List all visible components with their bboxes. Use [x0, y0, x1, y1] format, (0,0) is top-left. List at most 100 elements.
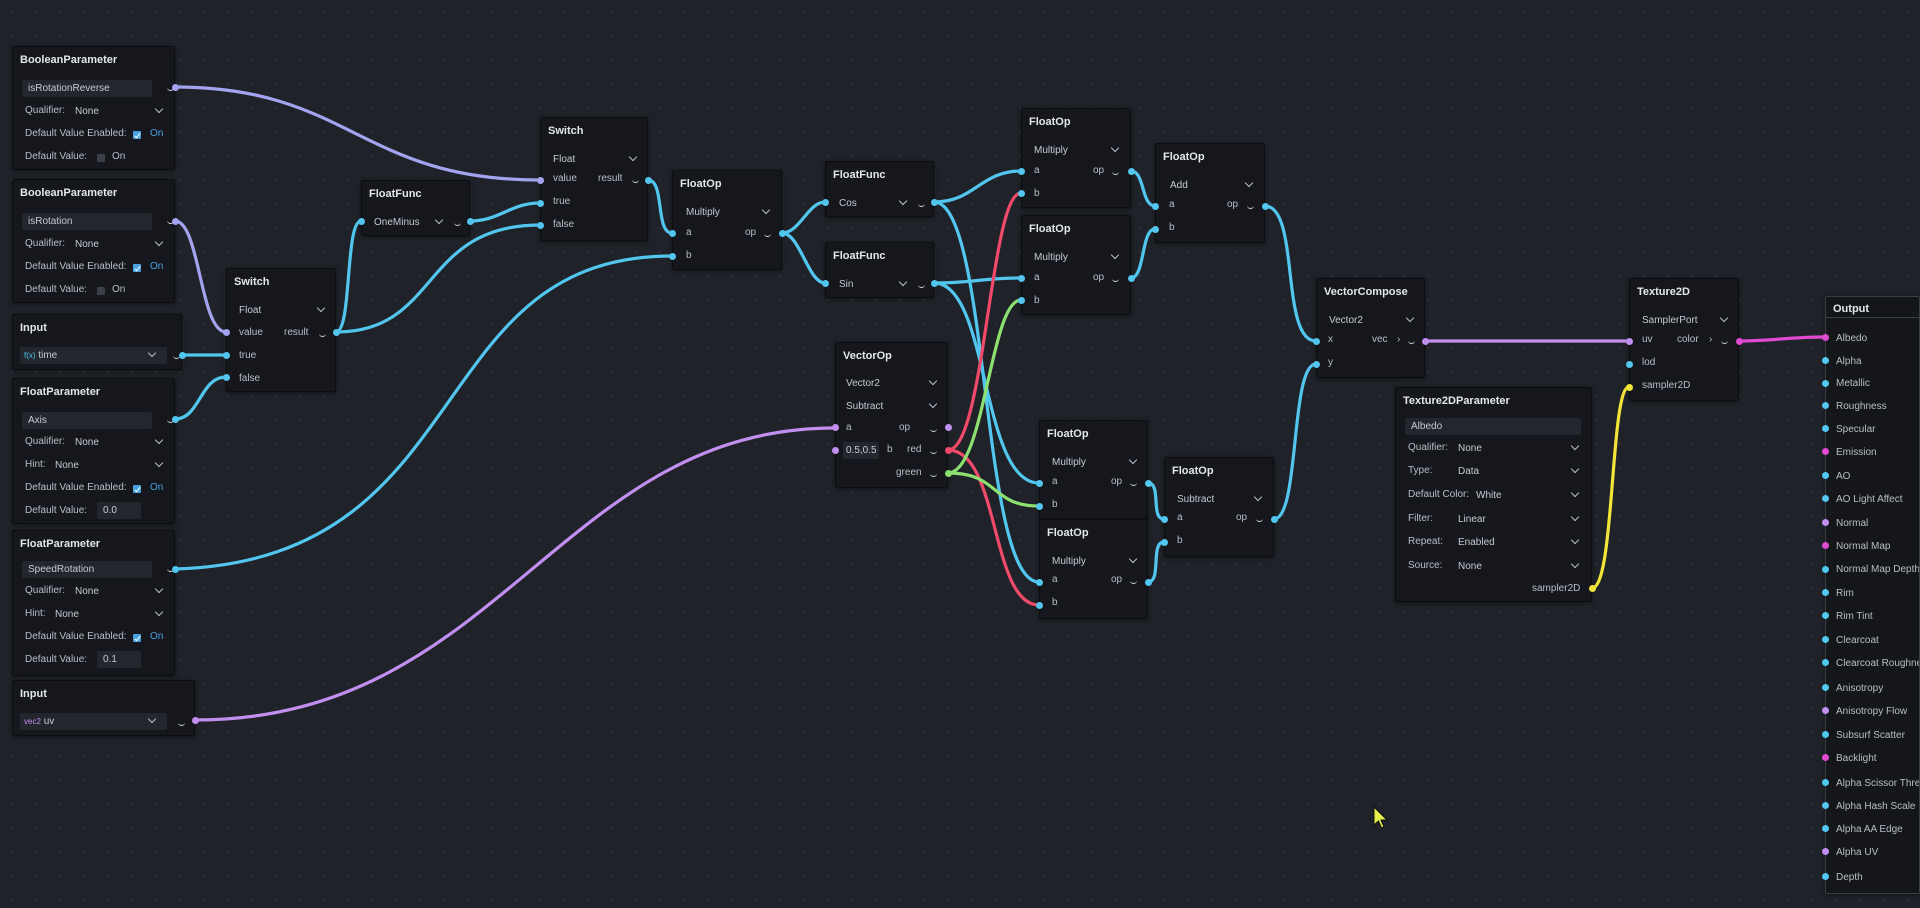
input-port-value[interactable] [223, 329, 230, 336]
output-input-port-roughness[interactable] [1822, 402, 1829, 409]
node-floatop-multiply-top2[interactable]: FloatOp Multiply a op b [1021, 215, 1131, 315]
output-input-port-normal[interactable] [1822, 519, 1829, 526]
input-port-a[interactable] [1161, 516, 1168, 523]
operation-dropdown[interactable]: Multiply [686, 207, 720, 218]
node-input-uv[interactable]: Input vec2 uv [12, 680, 195, 736]
default-value-checkbox[interactable] [97, 154, 105, 162]
node-floatop-multiply-speed[interactable]: FloatOp Multiply a op b [672, 170, 782, 270]
output-port-result[interactable] [333, 329, 340, 336]
hint-dropdown[interactable]: None [55, 609, 79, 620]
input-port-false[interactable] [537, 222, 544, 229]
node-switch-rotation[interactable]: Switch Float value result true false [226, 268, 336, 392]
operation-dropdown[interactable]: Multiply [1034, 252, 1068, 263]
output-input-port-ao-light-affect[interactable] [1822, 495, 1829, 502]
function-dropdown[interactable]: OneMinus [374, 217, 420, 228]
type-dropdown[interactable]: Float [239, 305, 262, 316]
output-port[interactable] [931, 280, 938, 287]
type-dropdown[interactable]: Vector2 [846, 378, 880, 389]
input-port[interactable] [822, 199, 829, 206]
vector-b-value-field[interactable]: 0.5,0.5 [843, 442, 879, 459]
type-dropdown[interactable]: SamplerPort [1642, 315, 1698, 326]
input-port-b[interactable] [1018, 190, 1025, 197]
parameter-name-field[interactable]: Albedo [1405, 418, 1581, 435]
input-port-b[interactable] [669, 253, 676, 260]
parameter-name-field[interactable]: isRotation [22, 213, 152, 230]
input-port-y[interactable] [1313, 361, 1320, 368]
operation-dropdown[interactable]: Multiply [1052, 457, 1086, 468]
input-port-b[interactable] [1161, 539, 1168, 546]
input-port-a[interactable] [1036, 480, 1043, 487]
operation-dropdown[interactable]: Multiply [1034, 145, 1068, 156]
node-texture2d[interactable]: Texture2D SamplerPort uv color › lod sam… [1629, 278, 1739, 401]
output-port-color[interactable] [1736, 338, 1743, 345]
input-port-b[interactable] [1036, 503, 1043, 510]
output-input-port-clearcoat[interactable] [1822, 636, 1829, 643]
output-input-port-rim-tint[interactable] [1822, 612, 1829, 619]
input-port-value[interactable] [537, 177, 544, 184]
output-port-red[interactable] [945, 447, 952, 454]
input-port-a[interactable] [1018, 168, 1025, 175]
output-input-port-normal-map-depth[interactable] [1822, 566, 1829, 573]
input-port-x[interactable] [1313, 338, 1320, 345]
qualifier-dropdown[interactable]: None [1458, 443, 1482, 454]
parameter-name-field[interactable]: Axis [22, 412, 152, 429]
parameter-name-field[interactable]: SpeedRotation [22, 561, 152, 578]
output-port-vec[interactable] [1422, 338, 1429, 345]
output-input-port-anisotropy[interactable] [1822, 684, 1829, 691]
input-port[interactable] [358, 218, 365, 225]
output-port[interactable] [1271, 516, 1278, 523]
output-port[interactable] [1145, 579, 1152, 586]
node-floatop-multiply-top1[interactable]: FloatOp Multiply a op b [1021, 108, 1131, 208]
output-input-port-clearcoat-roughness[interactable] [1822, 659, 1829, 666]
default-value-enabled-checkbox[interactable] [133, 485, 141, 493]
input-dropdown[interactable]: f(x) time [20, 347, 167, 364]
function-dropdown[interactable]: Sin [839, 279, 854, 290]
output-input-port-alpha-scissor[interactable] [1822, 779, 1829, 786]
input-port-a[interactable] [1036, 579, 1043, 586]
qualifier-dropdown[interactable]: None [75, 437, 99, 448]
node-vectorop-subtract[interactable]: VectorOp Vector2 Subtract a op 0.5,0.5 b… [835, 342, 948, 488]
default-value-checkbox[interactable] [97, 287, 105, 295]
operation-dropdown[interactable]: Subtract [846, 401, 884, 412]
node-floatfunc-cos[interactable]: FloatFunc Cos [825, 161, 934, 217]
output-input-port-subsurf-scatter[interactable] [1822, 731, 1829, 738]
source-dropdown[interactable]: None [1458, 561, 1482, 572]
node-boolean-parameter-rotation[interactable]: BooleanParameter isRotation Qualifier: N… [12, 179, 175, 303]
input-port-a[interactable] [832, 424, 839, 431]
type-dropdown[interactable]: Float [553, 154, 576, 165]
input-port-b[interactable] [1152, 226, 1159, 233]
input-port-true[interactable] [537, 200, 544, 207]
node-float-parameter-axis[interactable]: FloatParameter Axis Qualifier: None Hint… [12, 378, 175, 524]
output-input-port-backlight[interactable] [1822, 754, 1829, 761]
node-float-parameter-speed-rotation[interactable]: FloatParameter SpeedRotation Qualifier: … [12, 530, 175, 676]
input-port-a[interactable] [1152, 203, 1159, 210]
default-value-enabled-checkbox[interactable] [133, 264, 141, 272]
output-port[interactable] [1128, 275, 1135, 282]
qualifier-dropdown[interactable]: None [75, 106, 99, 117]
node-floatfunc-oneminus[interactable]: FloatFunc OneMinus [361, 180, 470, 236]
input-dropdown[interactable]: vec2 uv [20, 713, 167, 730]
function-dropdown[interactable]: Cos [839, 198, 857, 209]
node-floatop-multiply-mid1[interactable]: FloatOp Multiply a op b [1039, 420, 1148, 520]
node-output[interactable]: Output Albedo Alpha Metallic Roughness S… [1825, 296, 1920, 894]
qualifier-dropdown[interactable]: None [75, 239, 99, 250]
node-input-time[interactable]: Input f(x) time [12, 314, 182, 370]
input-port-sampler2d[interactable] [1626, 384, 1633, 391]
node-boolean-parameter-rotation-reverse[interactable]: BooleanParameter isRotationReverse Quali… [12, 46, 175, 170]
output-input-port-rim[interactable] [1822, 589, 1829, 596]
output-port[interactable] [467, 218, 474, 225]
default-value-enabled-checkbox[interactable] [133, 131, 141, 139]
parameter-name-field[interactable]: isRotationReverse [22, 80, 152, 97]
output-port[interactable] [172, 416, 179, 423]
output-port[interactable] [172, 566, 179, 573]
output-port[interactable] [172, 218, 179, 225]
output-port[interactable] [179, 352, 186, 359]
repeat-dropdown[interactable]: Enabled [1458, 537, 1495, 548]
node-texture2d-parameter[interactable]: Texture2DParameter Albedo Qualifier: Non… [1395, 387, 1592, 602]
output-input-port-normal-map[interactable] [1822, 542, 1829, 549]
output-port[interactable] [779, 230, 786, 237]
default-value-enabled-checkbox[interactable] [133, 634, 141, 642]
hint-dropdown[interactable]: None [55, 460, 79, 471]
input-port-false[interactable] [223, 374, 230, 381]
input-port-a[interactable] [669, 230, 676, 237]
